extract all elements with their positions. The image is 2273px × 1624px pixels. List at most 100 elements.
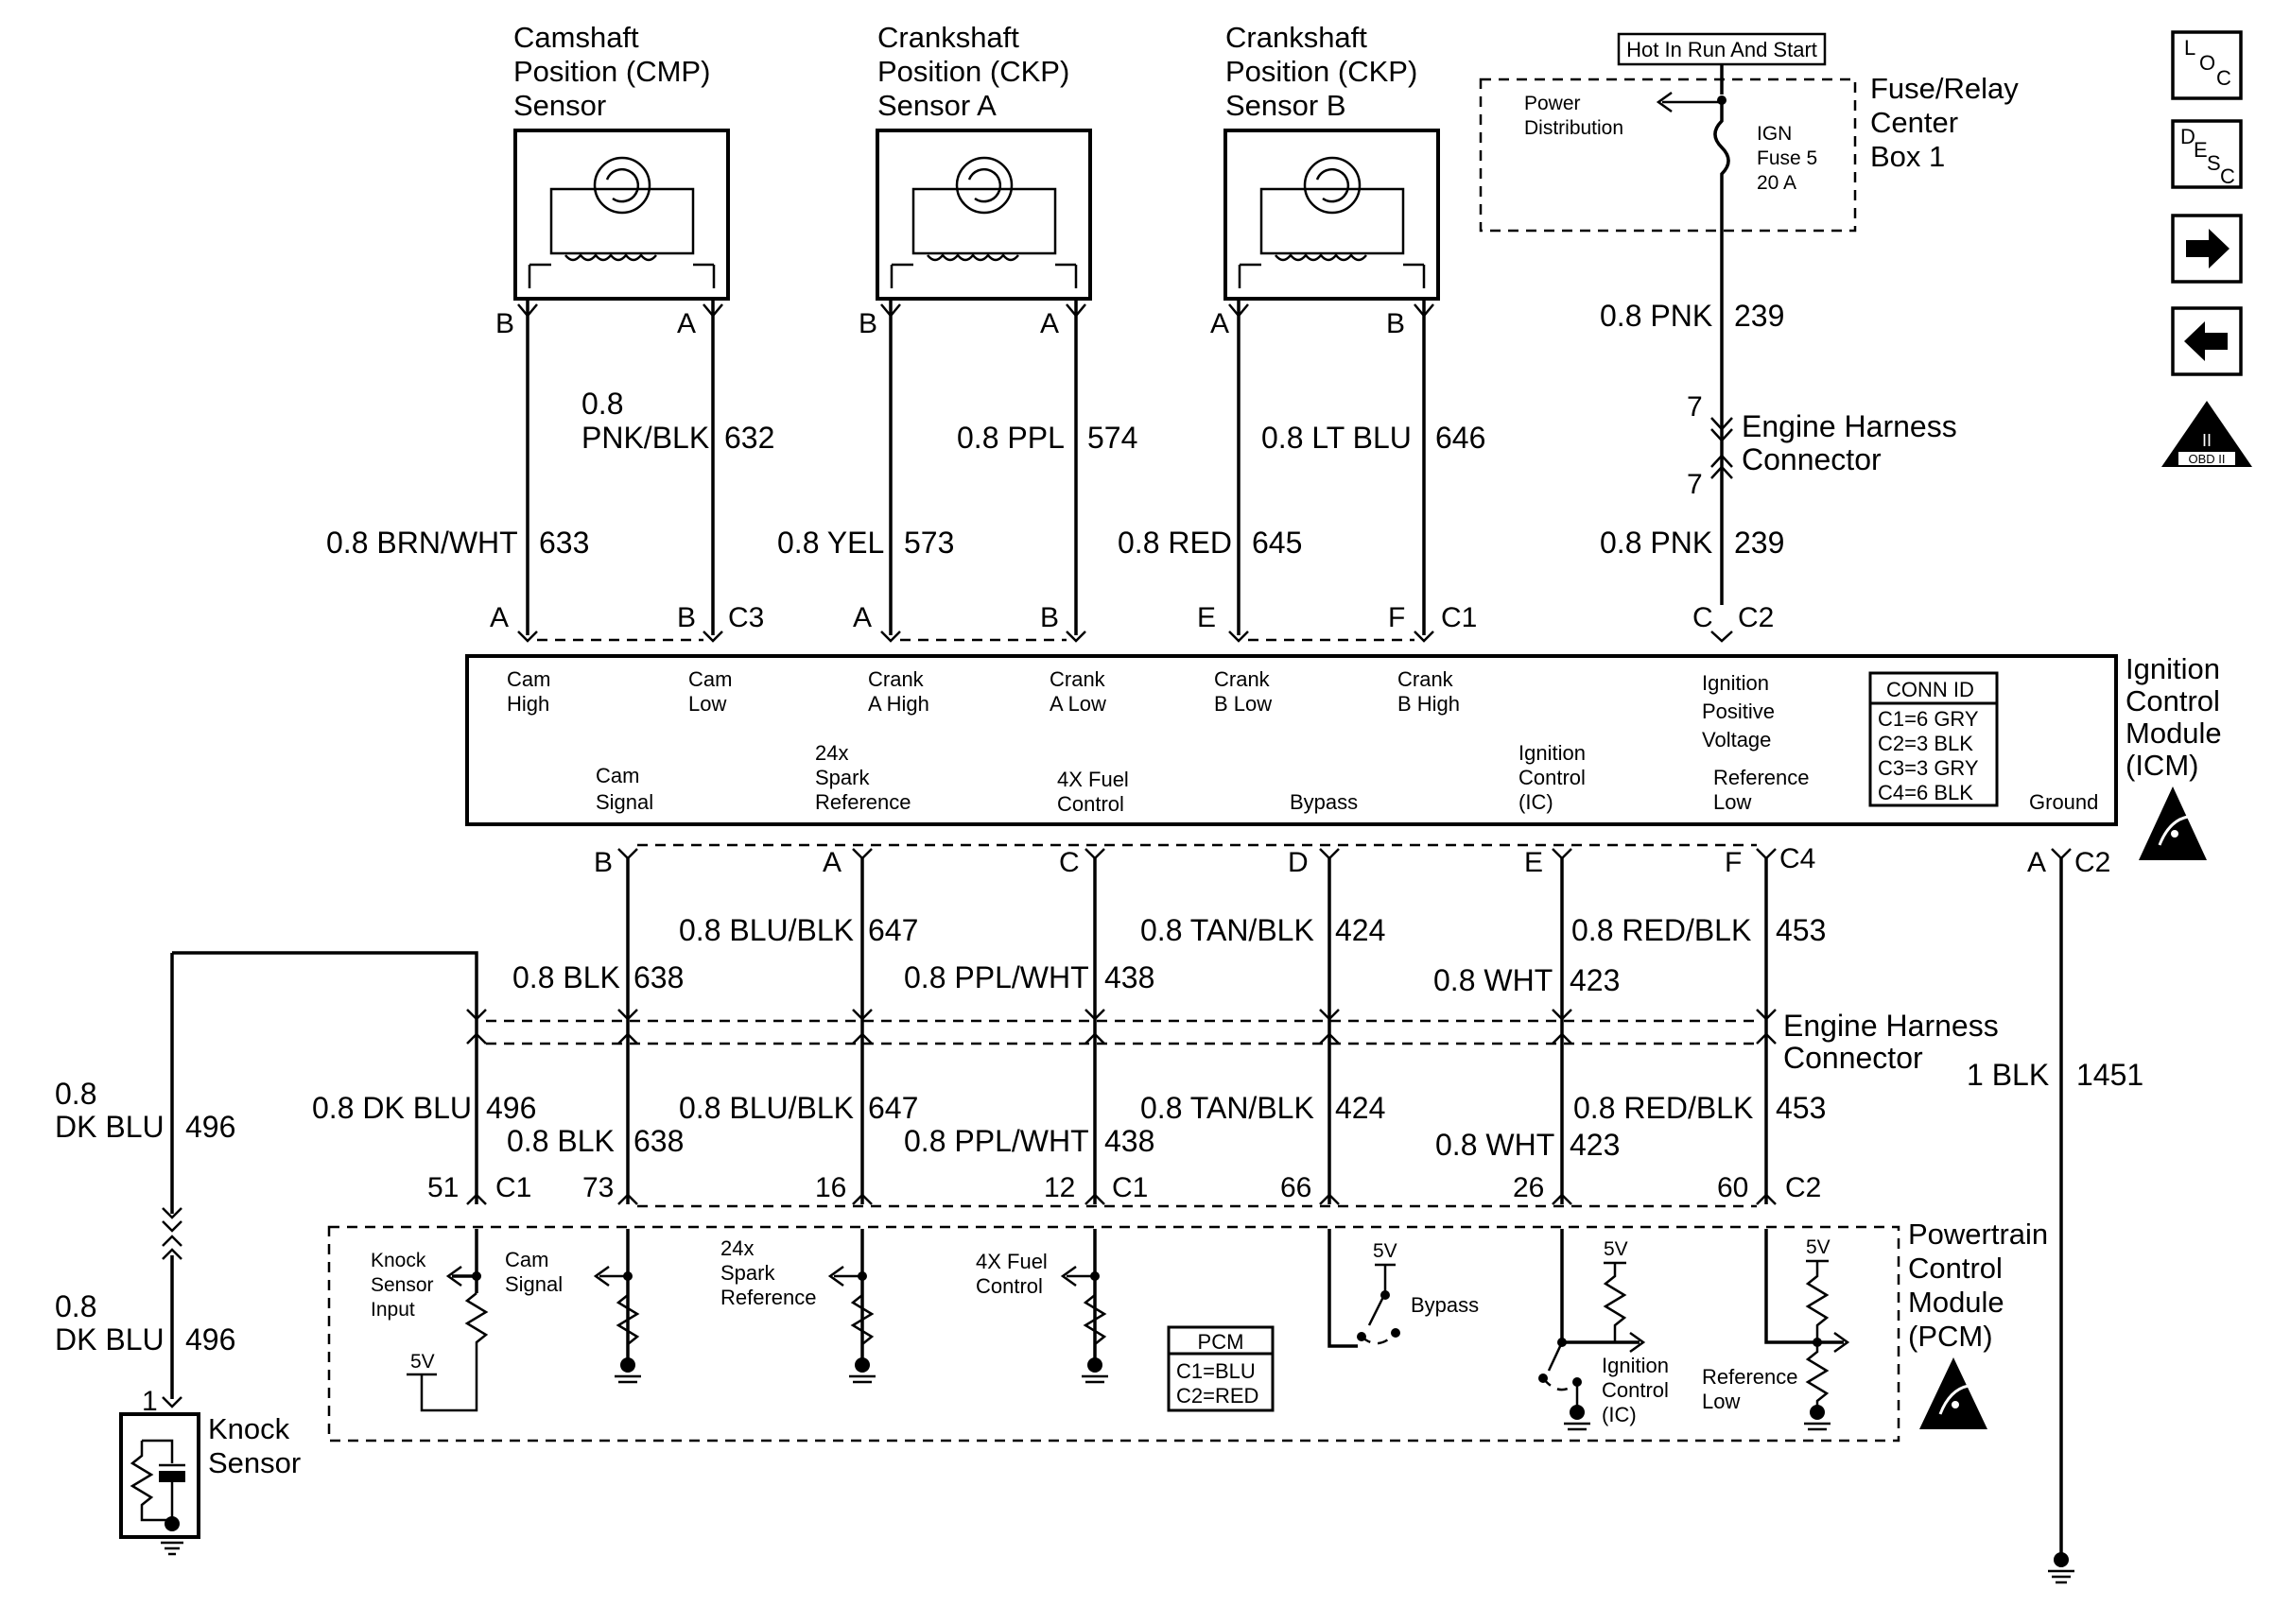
wire-574-circuit: 574 [1087,421,1137,455]
ckpa-reluctor-icon [890,156,1078,288]
previous-page-button[interactable] [2171,306,2243,376]
wire-438-bot-circuit: 438 [1104,1124,1154,1158]
icm-pin: C [1692,602,1713,633]
ic-label-3: (IC) [1602,1403,1637,1426]
fuse-label-3: 20 A [1757,172,1796,194]
icm-bottom-labels: Cam Signal 24x Spark Reference 4X Fuel C… [596,741,2098,816]
obd-ii-label: OBD II [2188,452,2225,466]
wire-239-upper-color: 0.8 PNK [1600,299,1712,333]
icm-title-2: Control [2126,684,2220,717]
icm-pin: F [1725,847,1742,878]
wire-438-top-color: 0.8 PPL/WHT [904,960,1089,994]
wire-438-top-circuit: 438 [1104,960,1154,994]
pcm-conn-item: C2=RED [1176,1384,1258,1408]
wire-423-top-color: 0.8 WHT [1433,963,1553,997]
engine-harness-top-label-2: Connector [1742,442,1882,476]
icm-label: High [507,692,549,716]
ground-icon [2054,1552,2069,1567]
pcm-pin: 73 [582,1172,614,1203]
desc-button[interactable]: D E S C [2171,119,2243,189]
cmp-title-1: Camshaft [513,21,639,54]
ic-5v-label: 5V [1604,1238,1628,1260]
wire-574-color: 0.8 PPL [957,421,1065,455]
esd-warning-icon [2139,786,2207,860]
conn-id-item: C4=6 BLK [1878,781,1973,804]
icm-label: Voltage [1702,728,1771,752]
pcm-title-4: (PCM) [1908,1320,1993,1353]
wire-496-knock-lower-color-2: DK BLU [55,1322,165,1356]
ref-low-label-1: Reference [1702,1365,1798,1389]
ign-control-circuit: 5V Ignition Control (IC) [1538,1229,1669,1431]
ckpa-title-1: Crankshaft [877,21,1019,54]
icm-label: Crank [1050,667,1106,691]
ckpa-title-2: Position (CKP) [877,55,1069,88]
icm-pin: C4 [1779,843,1815,874]
obd-ii-button[interactable]: II OBD II [2161,401,2252,467]
ref-low-label-2: Low [1702,1390,1740,1413]
fuse-label-2: Fuse 5 [1757,147,1817,169]
spark-ref-circuit: 24x Spark Reference [720,1229,876,1384]
power-dist-label-2: Distribution [1524,117,1623,139]
harness-pin-7-lower: 7 [1687,469,1703,500]
wire-496-knock-lower-circuit: 496 [185,1322,235,1356]
pcm-title-1: Powertrain [1908,1218,2048,1251]
ref-low-circuit: 5V Reference Low [1702,1229,1850,1431]
icm-pin: B [1040,602,1059,633]
icm-label: Bypass [1290,790,1358,814]
wire-424-bot-color: 0.8 TAN/BLK [1140,1091,1314,1125]
bypass-circuit: 5V Bypass [1327,1229,1479,1348]
cmp-reluctor-icon [528,156,716,288]
powertrain-control-module: 51 C1 73 16 12 C1 66 26 60 C2 5V Knock S… [327,1172,2048,1443]
conn-id-title: CONN ID [1886,678,1974,701]
icm-pin: E [1524,847,1543,878]
fuse-box-title-3: Box 1 [1870,140,1945,173]
cmp-sensor-box [513,129,730,301]
ignition-control-module: A B C3 A B E F C1 C C2 Cam High Cam Low … [465,602,2222,878]
icm-pin: A [853,602,872,633]
loc-button[interactable]: L O C [2171,30,2243,100]
bypass-5v-label: 5V [1373,1240,1397,1262]
icm-label: Positive [1702,700,1775,723]
mid-wire-labels: 0.8 BLU/BLK 647 0.8 BLK 638 0.8 PPL/WHT … [55,913,2143,1356]
wire-239-upper-circuit: 239 [1734,299,1784,333]
ckpb-pin-a: A [1210,308,1229,339]
icm-pin: C3 [728,602,764,633]
wire-573-circuit: 573 [904,526,954,560]
icm-title-3: Module [2126,717,2222,750]
wire-453-bot-color: 0.8 RED/BLK [1573,1091,1753,1125]
wire-239-lower-circuit: 239 [1734,526,1784,560]
wire-1451-circuit: 1451 [2076,1058,2143,1092]
wire-239-lower-color: 0.8 PNK [1600,526,1712,560]
icm-label: A High [868,692,929,716]
spark-ref-label-1: 24x [720,1236,754,1260]
ckpb-title-3: Sensor B [1225,89,1346,122]
ckpb-title-1: Crankshaft [1225,21,1367,54]
obd-ii-roman: II [2202,431,2212,450]
wire-638-bot-circuit: 638 [633,1124,684,1158]
icm-title-1: Ignition [2126,652,2220,685]
pcm-pin: 51 [427,1172,459,1203]
wire-423-bot-color: 0.8 WHT [1435,1128,1554,1162]
loc-letter: C [2216,66,2231,90]
icm-pin: A [823,847,842,878]
wire-647-top-color: 0.8 BLU/BLK [679,913,854,947]
wire-424-bot-circuit: 424 [1335,1091,1385,1125]
loc-letter: O [2199,51,2215,75]
wire-646-circuit: 646 [1435,421,1485,455]
icm-label: Ignition [1702,671,1769,695]
ground-icon [1570,1405,1585,1420]
knock-sensor-title-1: Knock [208,1412,290,1445]
wire-1451-color: 1 BLK [1967,1058,2049,1092]
desc-letter: C [2220,164,2235,188]
pcm-pins: 51 C1 73 16 12 C1 66 26 60 C2 [427,1172,1821,1203]
wire-496-knock-upper-circuit: 496 [185,1110,235,1144]
ckp-b-sensor: Crankshaft Position (CKP) Sensor B A B [1210,21,1440,339]
icm-bottom-pins: B A C D E F C4 A C2 [594,843,2110,878]
pcm-title-2: Control [1908,1252,2003,1285]
icm-label: 4X Fuel [1057,768,1129,791]
ckpb-pin-b: B [1386,308,1405,339]
wire-647-bot-circuit: 647 [868,1091,918,1125]
next-page-button[interactable] [2171,214,2243,284]
icm-label: A Low [1050,692,1106,716]
